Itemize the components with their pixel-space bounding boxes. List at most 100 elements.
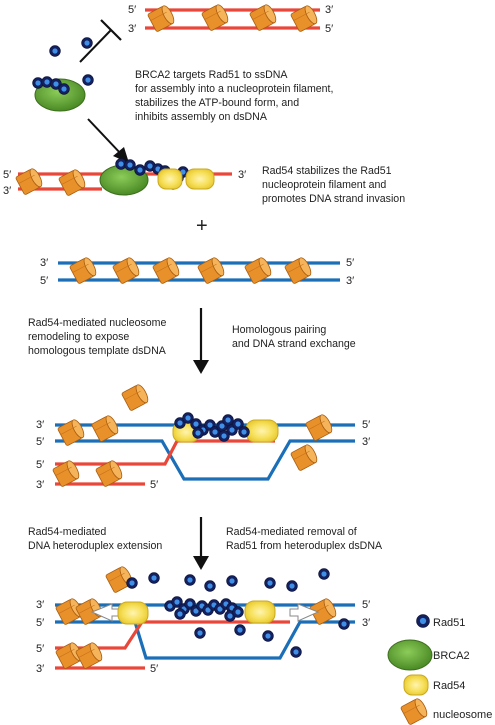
caption-pairing: Homologous pairing and DNA strand exchan… <box>232 324 356 350</box>
caption-line: Rad54-mediated <box>28 526 106 538</box>
nucleosome <box>147 5 175 32</box>
rad51-monomer <box>81 37 93 49</box>
stage4-dloop <box>52 384 355 487</box>
rad51-monomer <box>82 74 94 86</box>
legend-brca2-label: BRCA2 <box>433 650 470 662</box>
nucleosome <box>249 4 277 31</box>
rad51-monomer <box>32 77 44 89</box>
rad51-monomer <box>192 427 204 439</box>
rad51-monomers-top <box>49 37 94 86</box>
rad51-monomer <box>50 78 62 90</box>
nucleosome <box>284 257 312 284</box>
arrow-head <box>113 147 129 163</box>
caption-brca2: BRCA2 targets Rad51 to ssDNA for assembl… <box>135 69 333 123</box>
nucleosome <box>290 444 318 471</box>
end-label: 3′ <box>36 419 44 431</box>
legend-rad54-icon <box>403 674 429 696</box>
rad51-in-dloop <box>174 412 250 442</box>
rad51-monomer <box>264 577 276 589</box>
stage4-nucleosomes <box>52 384 333 487</box>
nucleosome <box>152 257 180 284</box>
end-label: 5′ <box>150 663 158 675</box>
inhibition-bar <box>100 19 122 41</box>
stage3-nucleosomes <box>69 257 312 284</box>
caption-line: Rad54 stabilizes the Rad51 <box>262 165 392 177</box>
nucleosome <box>121 384 149 411</box>
nucleosome <box>197 257 225 284</box>
rad51-monomer <box>232 418 244 430</box>
rad51-on-brca2 <box>32 76 70 95</box>
end-label: 3′ <box>325 4 333 16</box>
rad51-monomer <box>171 596 183 608</box>
rad51-monomer <box>318 568 330 580</box>
caption-line: Rad51 from heteroduplex dsDNA <box>226 540 383 552</box>
caption-line: DNA heteroduplex extension <box>28 540 162 552</box>
caption-extension: Rad54-mediated DNA heteroduplex extensio… <box>28 526 162 552</box>
end-label: 3′ <box>36 599 44 611</box>
caption-line: remodeling to expose <box>28 331 129 343</box>
end-label: 5′ <box>3 169 11 181</box>
rad51-monomer <box>134 164 146 176</box>
end-label: 3′ <box>3 185 11 197</box>
rad54-in-dloop-2 <box>245 419 279 443</box>
nucleosome <box>75 642 103 669</box>
rad51-monomer <box>218 430 230 442</box>
stage1-dsdna <box>145 4 320 32</box>
caption-line: Rad54-mediated removal of <box>226 526 357 538</box>
stage5-nucleosomes <box>55 566 337 669</box>
rad51-monomer <box>234 624 246 636</box>
end-label: 5′ <box>128 4 136 16</box>
arrow-head <box>193 556 209 570</box>
end-label: 3′ <box>362 436 370 448</box>
end-label: 5′ <box>362 599 370 611</box>
legend-rad51-label: Rad51 <box>433 617 465 629</box>
end-label: 5′ <box>36 459 44 471</box>
caption-line: homologous template dsDNA <box>28 345 167 357</box>
rad51-heteroduplex <box>164 596 244 622</box>
nucleosome <box>57 419 85 446</box>
end-label: 3′ <box>362 617 370 629</box>
caption-removal: Rad54-mediated removal of Rad51 from het… <box>226 526 383 552</box>
nucleosome <box>309 598 337 625</box>
rad51-monomer <box>286 580 298 592</box>
rad51-monomer <box>115 158 127 170</box>
caption-line: for assembly into a nucleoprotein filame… <box>135 83 333 95</box>
rad51-monomer <box>124 159 136 171</box>
legend-nucleosome-icon <box>400 698 428 725</box>
rad51-monomer <box>338 618 350 630</box>
end-label: 5′ <box>40 275 48 287</box>
rad54-heteroduplex-left <box>117 601 149 625</box>
rad51-released <box>126 568 350 658</box>
caption-line: and DNA strand exchange <box>232 338 356 350</box>
rad51-monomer <box>238 426 250 438</box>
end-label: 5′ <box>362 419 370 431</box>
nucleosome <box>305 414 333 441</box>
rad51-monomer <box>174 417 186 429</box>
caption-rad54-stabilizes: Rad54 stabilizes the Rad51 nucleoprotein… <box>262 165 405 205</box>
stage1-nucleosomes <box>147 4 318 32</box>
rad51-monomer <box>262 630 274 642</box>
rad54-heteroduplex-right <box>244 600 276 624</box>
nucleosome <box>91 415 119 442</box>
nucleosome <box>290 5 318 32</box>
rad51-monomer <box>194 627 206 639</box>
nucleosome <box>201 4 229 31</box>
end-label: 3′ <box>346 275 354 287</box>
nucleosome <box>58 169 86 196</box>
stage2-nucleosomes <box>15 168 86 196</box>
rad51-monomer <box>222 414 234 426</box>
rad51-monomer <box>232 606 244 618</box>
nucleosome <box>95 460 123 487</box>
rad51-monomer <box>49 45 61 57</box>
legend-nucleosome-label: nucleosome <box>433 709 492 721</box>
nucleosome <box>112 257 140 284</box>
plus-sign: + <box>196 215 208 237</box>
end-label: 5′ <box>325 23 333 35</box>
arrow-head <box>193 360 209 374</box>
rad51-monomer <box>148 572 160 584</box>
legend-brca2-icon <box>387 639 433 671</box>
inhibition-arrow <box>79 29 112 63</box>
nucleosome <box>400 698 428 725</box>
caption-line: Rad54-mediated nucleosome <box>28 317 166 329</box>
